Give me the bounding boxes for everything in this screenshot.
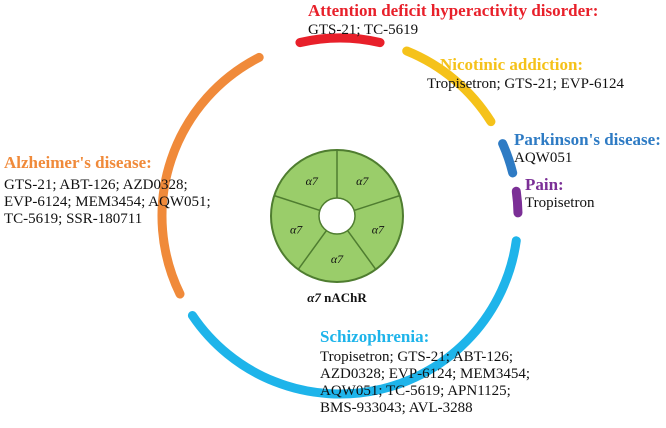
receptor-pore [318, 197, 356, 235]
schizophrenia-drugs-line-3: AQW051; TC-5619; APN1125; [320, 383, 511, 399]
schizophrenia-drugs-line-1: Tropisetron; GTS-21; ABT-126; [320, 349, 514, 365]
alzheimer-drugs-line-3: TC-5619; SSR-180711 [4, 211, 143, 227]
schizophrenia-arc [187, 236, 521, 399]
schizophrenia-drugs-line-4: BMS-933043; AVL-3288 [320, 400, 473, 416]
subunit-divider [273, 194, 321, 212]
parkinson-drugs: AQW051 [514, 150, 573, 166]
adhd-drugs: GTS-21; TC-5619 [308, 22, 419, 38]
pain-title: Pain: [525, 175, 564, 194]
adhd-label-block: Attention deficit hyperactivity disorder… [308, 1, 598, 39]
alzheimer-drugs-line-2: EVP-6124; MEM3454; AQW051; [4, 194, 211, 210]
nicotine-title: Nicotinic addiction: [440, 55, 584, 74]
adhd-title: Attention deficit hyperactivity disorder… [308, 1, 599, 20]
schizophrenia-label-block: Schizophrenia: Tropisetron; GTS-21; ABT-… [320, 327, 530, 417]
subunit-divider [346, 230, 377, 270]
adhd-arc [295, 33, 385, 48]
receptor-caption: α7 nAChR [307, 290, 367, 305]
subunit-label: α7 [290, 222, 303, 236]
subunit-divider [297, 230, 328, 270]
parkinson-title: Parkinson's disease: [514, 130, 661, 149]
alzheimer-arc [157, 52, 264, 299]
receptor-pentamer: α7 α7 α7 α7 α7 [270, 149, 404, 283]
pain-arc [511, 186, 523, 218]
parkinson-label-block: Parkinson's disease: AQW051 [514, 130, 661, 167]
nicotine-drugs: Tropisetron; GTS-21; EVP-6124 [427, 76, 624, 92]
subunit-label: α7 [306, 174, 319, 188]
subunit-label: α7 [356, 174, 369, 188]
disease-ring [157, 33, 523, 399]
alzheimer-label-block: Alzheimer's disease: GTS-21; ABT-126; AZ… [4, 153, 211, 228]
schizophrenia-drugs-line-2: AZD0328; EVP-6124; MEM3454; [320, 366, 530, 382]
schizophrenia-title: Schizophrenia: [320, 327, 430, 346]
subunit-label: α7 [372, 222, 385, 236]
parkinson-arc [498, 139, 518, 178]
alzheimer-drugs-line-1: GTS-21; ABT-126; AZD0328; [4, 177, 188, 193]
subunit-divider [353, 194, 401, 212]
nicotine-label-block: Nicotinic addiction: Tropisetron; GTS-21… [427, 55, 624, 93]
alzheimer-title: Alzheimer's disease: [4, 153, 152, 172]
pain-drugs: Tropisetron [525, 195, 595, 211]
pain-label-block: Pain: Tropisetron [525, 175, 594, 212]
nicotine-arc [402, 46, 496, 127]
subunit-label: α7 [331, 252, 344, 266]
